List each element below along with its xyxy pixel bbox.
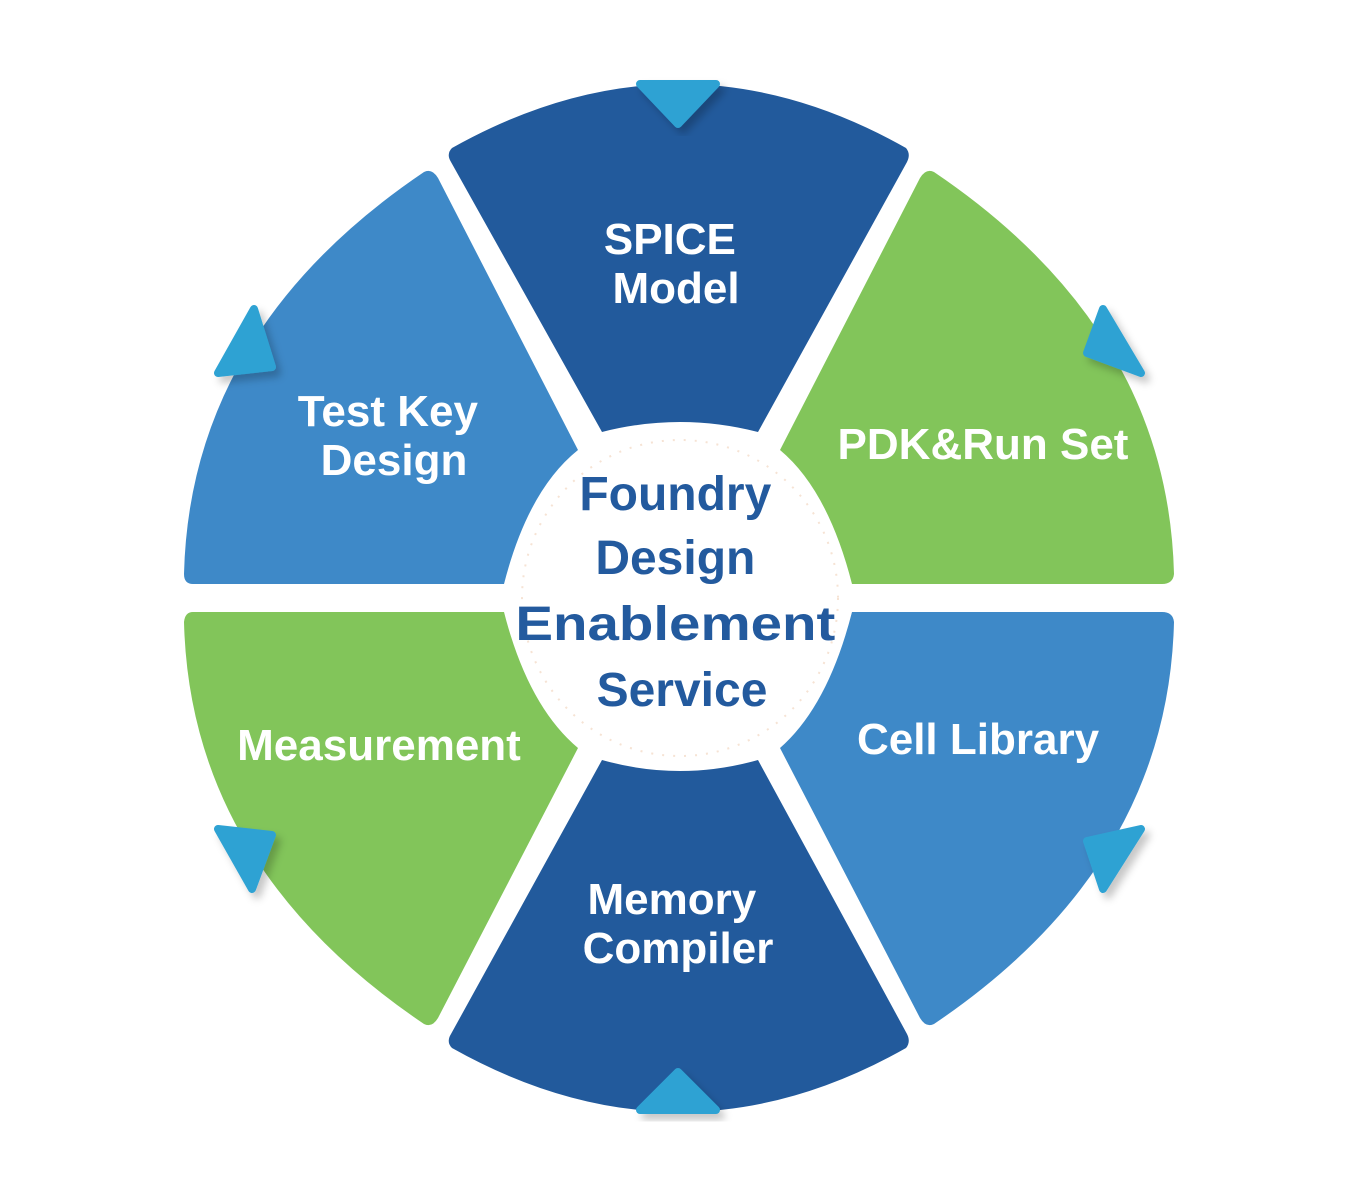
segment-measurement (184, 612, 578, 1026)
label-spice-model: SPICE Model (604, 215, 748, 313)
triangle-arrow-icon (214, 305, 276, 377)
center-circle (512, 430, 848, 766)
label-line: Model (612, 264, 739, 313)
label-line: Memory (588, 875, 757, 924)
segment-cell-library (780, 612, 1174, 1026)
label-measurement: Measurement (237, 721, 521, 770)
triangle-arrow-icon (214, 825, 276, 893)
center-title-line: Service (597, 664, 768, 717)
center-title: Foundry Design Enablement Service (515, 468, 848, 717)
triangle-arrow-icon (1083, 305, 1145, 377)
label-line: Test Key (298, 387, 479, 436)
down-arrow-icon (636, 80, 720, 128)
segment-spice-model (448, 84, 909, 432)
up-arrow-icon (636, 1068, 720, 1114)
segment-memory-compiler (448, 760, 909, 1112)
label-line: Measurement (237, 721, 521, 770)
label-memory-compiler: Memory Compiler (583, 875, 774, 973)
label-test-key-design: Test Key Design (298, 387, 490, 485)
label-line: Compiler (583, 924, 774, 973)
center-title-line: Design (595, 532, 755, 585)
label-pdk-run-set: PDK&Run Set (838, 420, 1129, 469)
center-title-line: Foundry (579, 468, 771, 521)
label-cell-library: Cell Library (857, 715, 1100, 764)
center-title-line: Enablement (515, 598, 835, 651)
label-line: PDK&Run Set (838, 420, 1129, 469)
segment-test-key-design (184, 170, 578, 584)
label-line: Design (321, 436, 468, 485)
triangle-arrow-icon (1083, 825, 1145, 893)
label-line: SPICE (604, 215, 736, 264)
center-dotted-ring (521, 439, 839, 757)
label-line: Cell Library (857, 715, 1100, 764)
segment-pdk-run-set (780, 170, 1174, 584)
